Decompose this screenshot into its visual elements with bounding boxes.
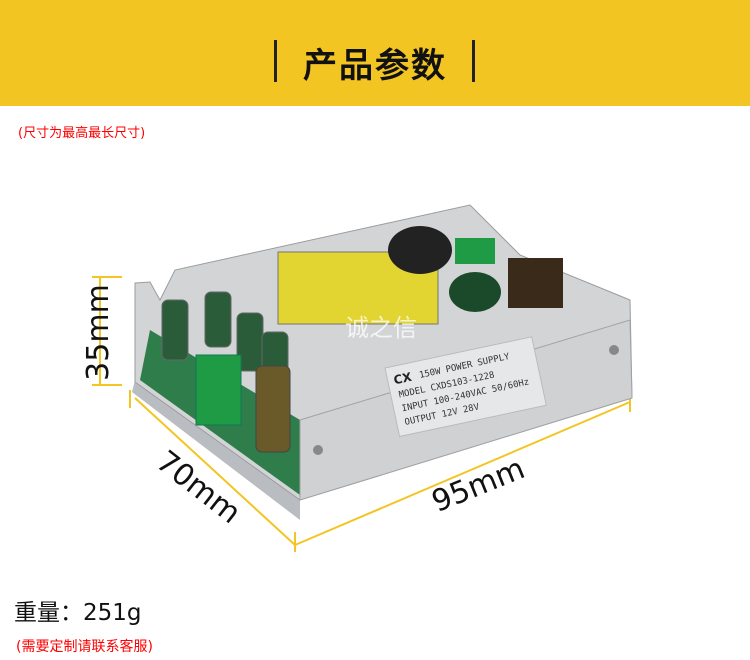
product-label: CX 150W POWER SUPPLY MODEL CXDS103-1228 … [384, 336, 547, 438]
dimension-note: (尺寸为最高最长尺寸) [18, 126, 146, 141]
title-divider-right [472, 40, 475, 82]
custom-note: (需要定制请联系客服) [16, 639, 153, 655]
page-title: 产品参数 [303, 46, 447, 86]
weight-text: 重量：251g [14, 600, 142, 626]
title-divider-left [274, 40, 277, 82]
svg-text:CX: CX [392, 370, 413, 388]
height-dimension: 35mm [80, 284, 116, 381]
header-banner: 产品参数 [0, 0, 750, 106]
dimension-lines [92, 276, 631, 552]
watermark: 诚之信 [345, 314, 417, 342]
